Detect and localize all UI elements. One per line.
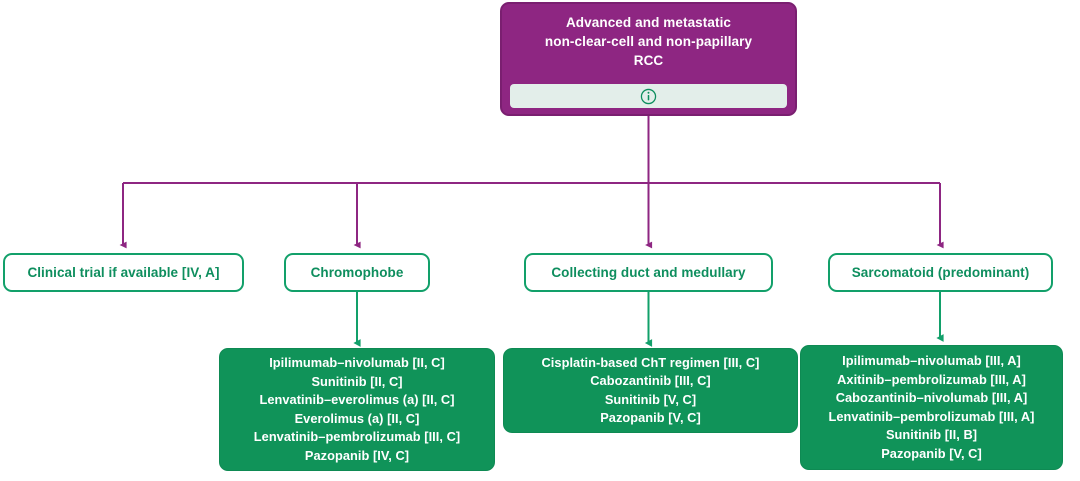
treatment-item: Cisplatin-based ChT regimen [III, C] bbox=[541, 354, 760, 370]
treatment-item: Sunitinib [II, B] bbox=[885, 427, 978, 442]
info-circle-icon[interactable] bbox=[640, 88, 657, 105]
treatment-item: Pazopanib [IV, C] bbox=[304, 447, 410, 463]
treatment-item: Axitinib–pembrolizumab [III, A] bbox=[837, 371, 1026, 387]
treatment-item: Lenvatinib–pembrolizumab [III, C] bbox=[253, 429, 461, 444]
category-label: Collecting duct and medullary bbox=[551, 264, 746, 280]
root-node-title: Advanced and metastatic non-clear-cell a… bbox=[544, 15, 753, 68]
treatment-item: Cabozantinib [III, C] bbox=[590, 373, 711, 388]
root-info-bar[interactable] bbox=[510, 84, 787, 108]
treatment-item: Ipilimumab–nivolumab [II, C] bbox=[269, 355, 445, 370]
treatment-item: Sunitinib [II, C] bbox=[311, 373, 403, 389]
treatment-item: Ipilimumab–nivolumab [III, A] bbox=[842, 353, 1021, 368]
root-node-advanced-metastatic-rcc: Advanced and metastatic non-clear-cell a… bbox=[500, 2, 797, 116]
treatment-item: Lenvatinib–everolimus (a) [II, C] bbox=[259, 392, 455, 407]
treatment-node-collecting-duct-medullary: Cisplatin-based ChT regimen [III, C] Cab… bbox=[503, 348, 798, 433]
treatment-item: Sunitinib [V, C] bbox=[604, 391, 697, 407]
treatment-item: Pazopanib [V, C] bbox=[881, 445, 982, 461]
category-node-clinical-trial[interactable]: Clinical trial if available [IV, A] bbox=[3, 253, 244, 292]
category-label: Clinical trial if available [IV, A] bbox=[27, 264, 220, 280]
category-label: Sarcomatoid (predominant) bbox=[851, 264, 1030, 280]
treatment-item: Lenvatinib–pembrolizumab [III, A] bbox=[828, 408, 1035, 424]
treatment-node-chromophobe: Ipilimumab–nivolumab [II, C] Sunitinib [… bbox=[219, 348, 495, 471]
treatment-item: Cabozantinib–nivolumab [III, A] bbox=[835, 390, 1028, 405]
treatment-item: Pazopanib [V, C] bbox=[600, 410, 701, 425]
category-node-sarcomatoid[interactable]: Sarcomatoid (predominant) bbox=[828, 253, 1053, 292]
category-label: Chromophobe bbox=[310, 264, 404, 280]
category-node-collecting-duct-medullary[interactable]: Collecting duct and medullary bbox=[524, 253, 773, 292]
treatment-item: Everolimus (a) [II, C] bbox=[294, 410, 420, 426]
category-node-chromophobe[interactable]: Chromophobe bbox=[284, 253, 430, 292]
treatment-node-sarcomatoid: Ipilimumab–nivolumab [III, A] Axitinib–p… bbox=[800, 345, 1063, 470]
